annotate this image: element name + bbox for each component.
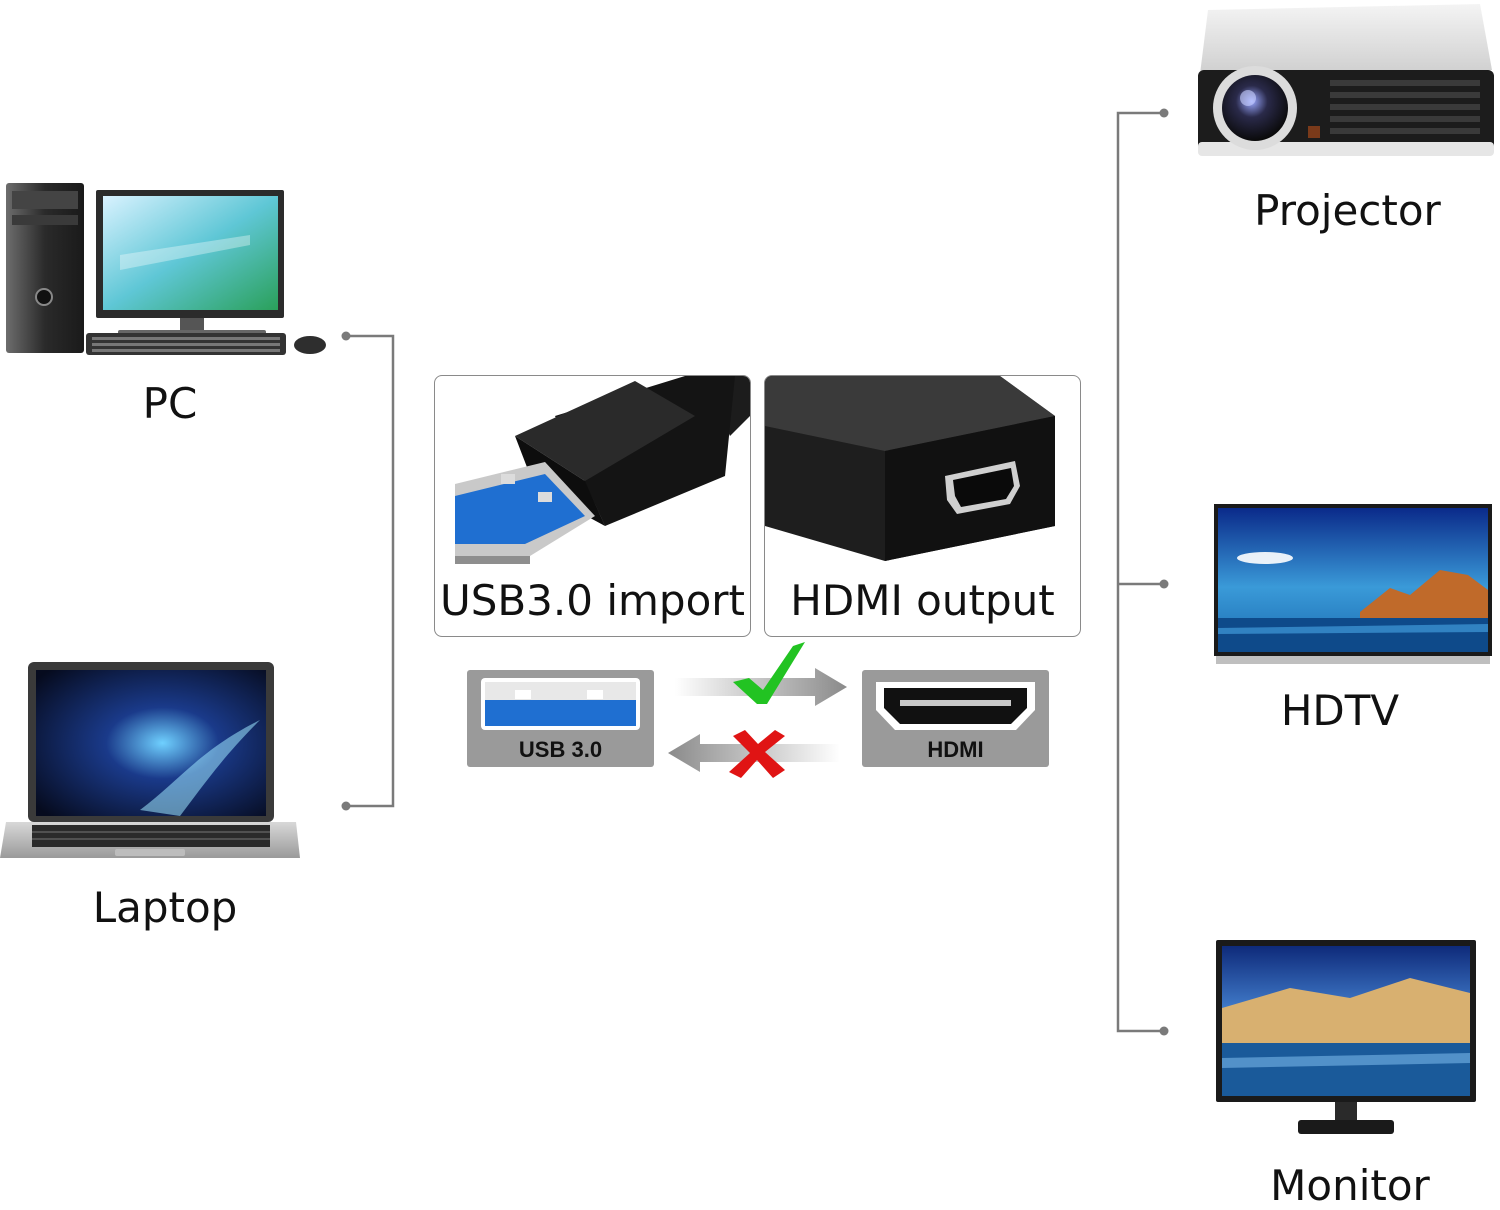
hdmi-port-label: HDMI [927,737,984,762]
arrow-right-icon [675,668,847,706]
pc-device [0,175,340,365]
laptop-device [0,660,300,865]
laptop-icon [0,662,300,858]
usb-input-card: USB3.0 import [434,375,751,637]
monitor-device [1210,938,1480,1138]
direction-arrows [668,642,847,778]
tv-icon [1214,504,1492,664]
hdtv-device [1210,500,1495,675]
usb-plug-icon [455,376,750,564]
laptop-label: Laptop [92,883,238,932]
hdmi-output-caption: HDMI output [790,576,1055,625]
monitor-label: Monitor [1270,1161,1430,1210]
hdmi-port-box: HDMI [862,670,1049,767]
usb-port-label: USB 3.0 [518,737,603,762]
desktop-pc-icon [6,183,326,355]
pc-label: PC [142,379,198,428]
projector-device [1180,0,1500,175]
red-cross-icon [729,730,785,778]
hdmi-output-card: HDMI output [764,375,1081,637]
projector-label: Projector [1254,186,1441,235]
projector-icon [1198,4,1494,156]
usb-input-caption: USB3.0 import [439,576,746,625]
usb-port-icon [481,678,640,730]
green-checkmark-icon [733,642,805,704]
hdtv-label: HDTV [1280,686,1400,735]
hdmi-adapter-icon [765,376,1055,561]
usb-port-box: USB 3.0 [467,670,654,767]
hdmi-port-icon [876,682,1035,730]
monitor-icon [1216,940,1476,1134]
